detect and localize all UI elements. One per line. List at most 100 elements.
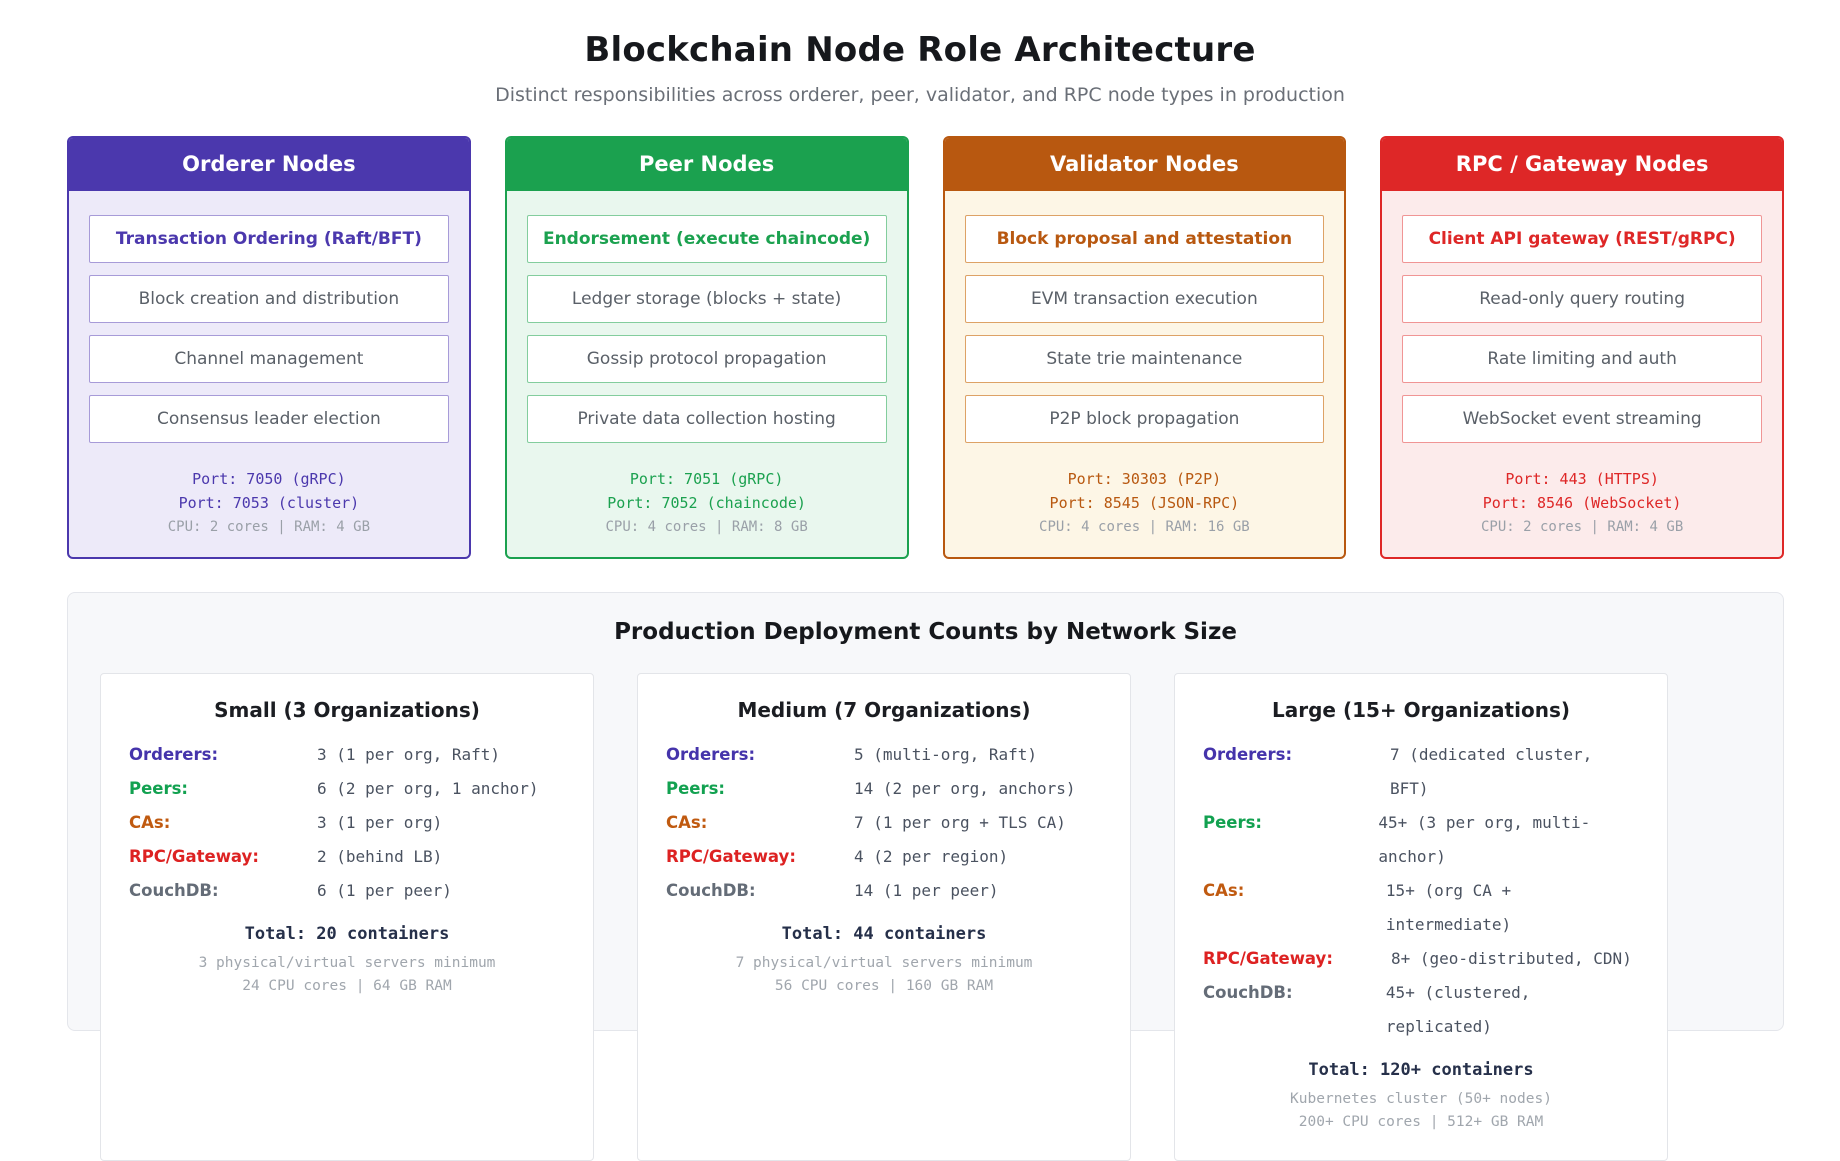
ports-block: Port: 7051 (gRPC) Port: 7052 (chaincode)… <box>527 467 887 539</box>
resources-line: CPU: 2 cores | RAM: 4 GB <box>167 519 371 535</box>
row-value: 2 (behind LB) <box>317 847 443 866</box>
node-column-orderer: Orderer Nodes Transaction Ordering (Raft… <box>67 136 471 559</box>
row-value: 15+ (org CA + intermediate) <box>1385 881 1512 934</box>
deploy-card-title: Small (3 Organizations) <box>214 698 480 722</box>
deploy-total: Total: 44 containers <box>781 924 987 944</box>
row-label-orderers: Orderers: <box>666 745 756 764</box>
page-header: Blockchain Node Role Architecture Distin… <box>0 0 1840 106</box>
column-item: Private data collection hosting <box>526 395 887 443</box>
row-label-peers: Peers: <box>666 779 726 798</box>
row-label-peers: Peers: <box>129 779 189 798</box>
deploy-row: Orderers: 3 (1 per org, Raft) <box>129 738 565 772</box>
row-value: 5 (multi-org, Raft) <box>854 745 1038 764</box>
column-item: Block proposal and attestation <box>964 215 1325 263</box>
deploy-row: RPC/Gateway: 2 (behind LB) <box>129 840 565 874</box>
deploy-note: 7 physical/virtual servers minimum <box>735 955 1033 971</box>
deploy-card-small: Small (3 Organizations) Orderers: 3 (1 p… <box>100 673 594 1161</box>
deploy-note: 56 CPU cores | 160 GB RAM <box>774 978 994 994</box>
row-label-cas: CAs: <box>1203 881 1245 900</box>
deploy-row: Peers: 14 (2 per org, anchors) <box>666 772 1102 806</box>
deploy-total: Total: 120+ containers <box>1308 1060 1534 1080</box>
deploy-note: 24 CPU cores | 64 GB RAM <box>242 978 452 994</box>
row-value: 45+ (3 per org, multi-anchor) <box>1378 813 1591 866</box>
port-line: Port: 8546 (WebSocket) <box>1482 494 1682 512</box>
deploy-card-medium: Medium (7 Organizations) Orderers: 5 (mu… <box>637 673 1131 1161</box>
deploy-row: CouchDB: 6 (1 per peer) <box>129 874 565 908</box>
deploy-total: Total: 20 containers <box>244 924 450 944</box>
resources-line: CPU: 4 cores | RAM: 16 GB <box>1039 519 1250 535</box>
node-column-peer: Peer Nodes Endorsement (execute chaincod… <box>504 136 909 559</box>
row-label-rpc-gateway: RPC/Gateway: <box>666 847 796 866</box>
column-item: Rate limiting and auth <box>1402 335 1762 383</box>
row-value: 7 (1 per org + TLS CA) <box>854 813 1066 832</box>
row-value: 6 (2 per org, 1 anchor) <box>317 779 539 798</box>
column-header-peer: Peer Nodes <box>506 138 907 191</box>
column-body: Client API gateway (REST/gRPC) Read-only… <box>1382 191 1782 557</box>
port-line: Port: 7053 (cluster) <box>178 494 360 512</box>
row-label-couchdb: CouchDB: <box>1203 983 1293 1002</box>
deploy-note: 3 physical/virtual servers minimum <box>198 955 496 971</box>
deployment-cards-row: Small (3 Organizations) Orderers: 3 (1 p… <box>68 673 1783 1161</box>
row-value: 3 (1 per org) <box>317 813 443 832</box>
row-value: 4 (2 per region) <box>854 847 1009 866</box>
deploy-card-title: Large (15+ Organizations) <box>1272 698 1570 722</box>
row-label-rpc-gateway: RPC/Gateway: <box>129 847 259 866</box>
deploy-row: CAs: 3 (1 per org) <box>129 806 565 840</box>
node-column-rpc-gateway: RPC / Gateway Nodes Client API gateway (… <box>1380 136 1784 559</box>
deploy-row: Orderers: 7 (dedicated cluster, BFT) <box>1203 738 1639 806</box>
port-line: Port: 30303 (P2P) <box>1067 470 1222 488</box>
deploy-note: 200+ CPU cores | 512+ GB RAM <box>1298 1114 1544 1130</box>
column-item: Consensus leader election <box>89 395 449 443</box>
column-item: Gossip protocol propagation <box>526 335 887 383</box>
column-body: Transaction Ordering (Raft/BFT) Block cr… <box>69 191 469 557</box>
port-line: Port: 7052 (chaincode) <box>607 494 806 512</box>
port-line: Port: 7050 (gRPC) <box>192 470 346 488</box>
row-value: 45+ (clustered, replicated) <box>1385 983 1531 1036</box>
deploy-note: Kubernetes cluster (50+ nodes) <box>1290 1091 1552 1107</box>
deploy-row: Peers: 6 (2 per org, 1 anchor) <box>129 772 565 806</box>
deploy-card-large: Large (15+ Organizations) Orderers: 7 (d… <box>1174 673 1668 1161</box>
row-value: 7 (dedicated cluster, BFT) <box>1389 745 1593 798</box>
column-item: Ledger storage (blocks + state) <box>526 275 887 323</box>
column-item: P2P block propagation <box>964 395 1325 443</box>
row-value: 14 (2 per org, anchors) <box>854 779 1076 798</box>
deploy-row: RPC/Gateway: 4 (2 per region) <box>666 840 1102 874</box>
page-title: Blockchain Node Role Architecture <box>584 30 1256 70</box>
column-item: Read-only query routing <box>1402 275 1762 323</box>
ports-block: Port: 7050 (gRPC) Port: 7053 (cluster) C… <box>89 467 449 539</box>
ports-block: Port: 30303 (P2P) Port: 8545 (JSON-RPC) … <box>965 467 1325 539</box>
deploy-card-title: Medium (7 Organizations) <box>737 698 1031 722</box>
deploy-row: Peers: 45+ (3 per org, multi-anchor) <box>1203 806 1639 874</box>
deploy-row: CouchDB: 45+ (clustered, replicated) <box>1203 976 1639 1044</box>
row-value: 8+ (geo-distributed, CDN) <box>1391 949 1632 968</box>
deployment-section: Production Deployment Counts by Network … <box>67 592 1784 1161</box>
row-value: 6 (1 per peer) <box>317 881 452 900</box>
node-column-validator: Validator Nodes Block proposal and attes… <box>942 136 1347 559</box>
page-subtitle: Distinct responsibilities across orderer… <box>495 84 1345 106</box>
column-item: Endorsement (execute chaincode) <box>526 215 887 263</box>
column-body: Block proposal and attestation EVM trans… <box>945 191 1345 557</box>
column-item: EVM transaction execution <box>964 275 1325 323</box>
deploy-row: CAs: 7 (1 per org + TLS CA) <box>666 806 1102 840</box>
deployment-section-title: Production Deployment Counts by Network … <box>614 619 1237 645</box>
deploy-row: CAs: 15+ (org CA + intermediate) <box>1203 874 1639 942</box>
deploy-row: RPC/Gateway: 8+ (geo-distributed, CDN) <box>1203 942 1639 976</box>
row-label-orderers: Orderers: <box>1203 745 1293 764</box>
row-value: 3 (1 per org, Raft) <box>317 745 501 764</box>
column-item: Channel management <box>89 335 449 383</box>
resources-line: CPU: 2 cores | RAM: 4 GB <box>1480 519 1684 535</box>
ports-block: Port: 443 (HTTPS) Port: 8546 (WebSocket)… <box>1402 467 1762 539</box>
column-header-orderer: Orderer Nodes <box>69 138 469 191</box>
row-label-couchdb: CouchDB: <box>129 881 219 900</box>
node-columns-row: Orderer Nodes Transaction Ordering (Raft… <box>67 136 1784 559</box>
column-header-rpc-gateway: RPC / Gateway Nodes <box>1382 138 1782 191</box>
column-item: WebSocket event streaming <box>1402 395 1762 443</box>
row-value: 14 (1 per peer) <box>854 881 999 900</box>
resources-line: CPU: 4 cores | RAM: 8 GB <box>605 519 808 535</box>
column-header-validator: Validator Nodes <box>944 138 1345 191</box>
deploy-row: CouchDB: 14 (1 per peer) <box>666 874 1102 908</box>
column-item: State trie maintenance <box>964 335 1325 383</box>
row-label-orderers: Orderers: <box>129 745 219 764</box>
column-item: Transaction Ordering (Raft/BFT) <box>89 215 449 263</box>
row-label-cas: CAs: <box>129 813 171 832</box>
